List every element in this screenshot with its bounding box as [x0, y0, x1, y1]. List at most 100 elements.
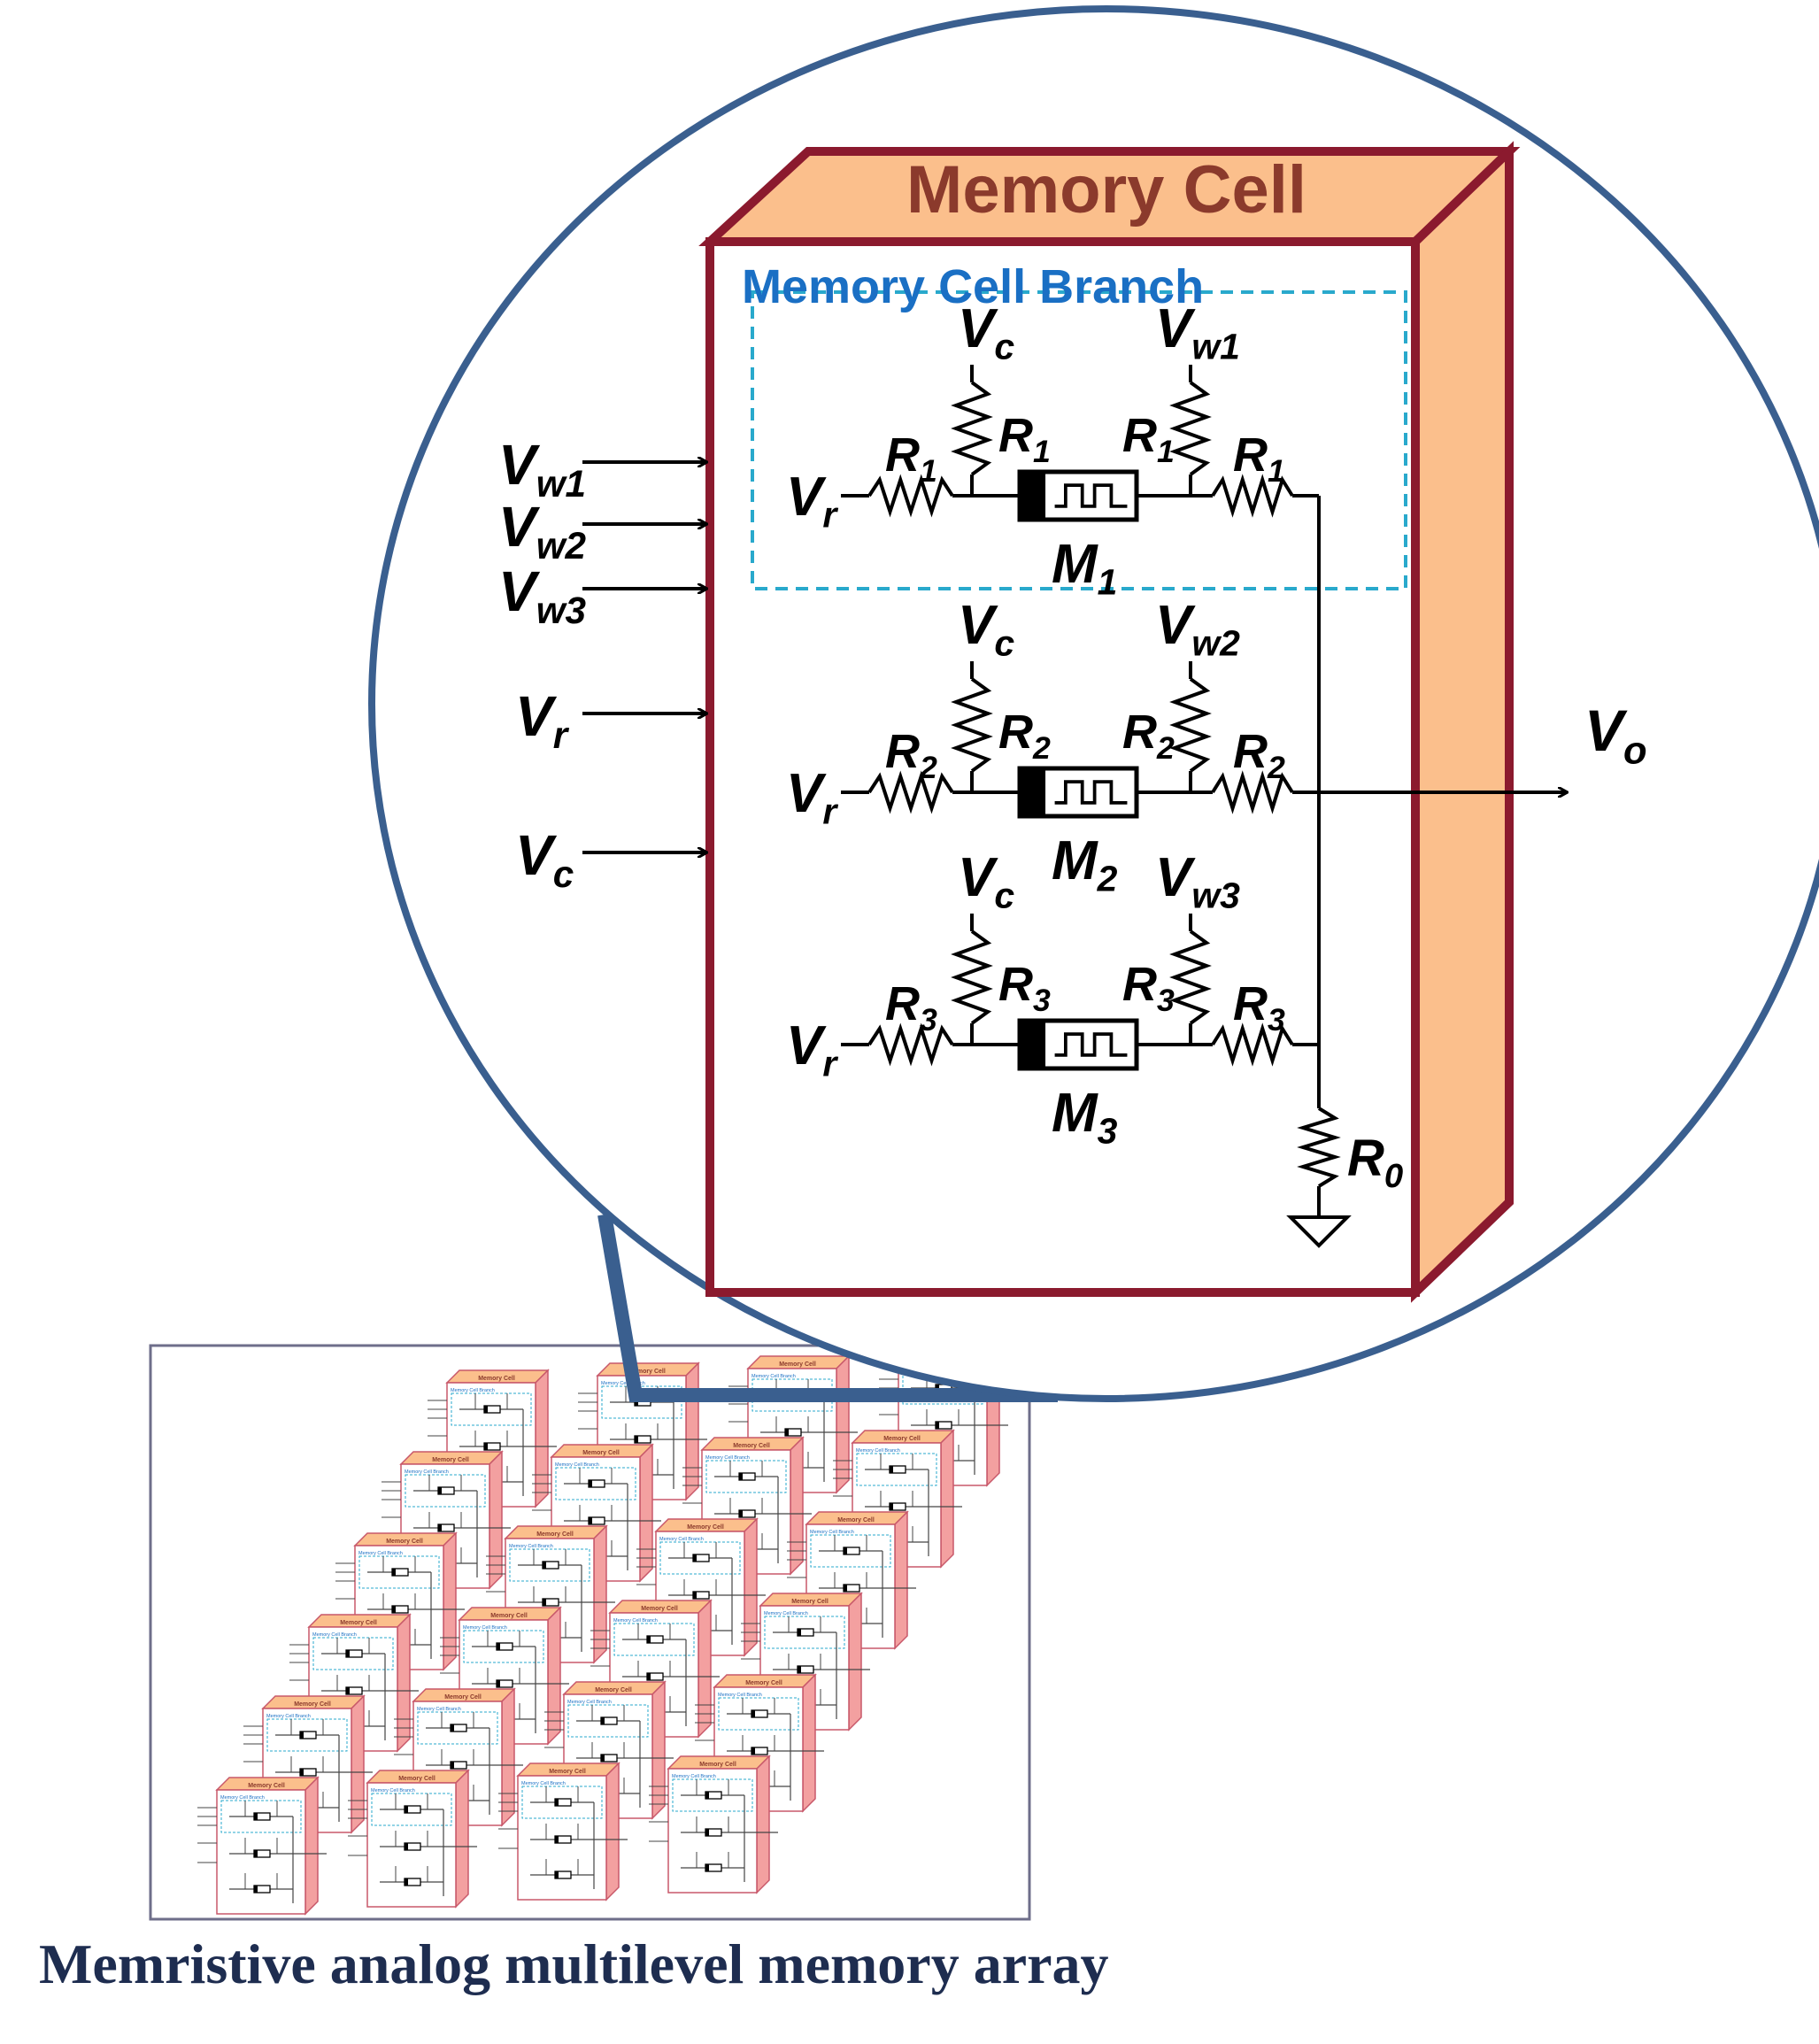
- mini-cell-branch-label: Memory Cell Branch: [371, 1788, 415, 1793]
- resistor-vw: [1169, 381, 1212, 476]
- mini-memristor-bar: [647, 1673, 651, 1680]
- mini-memristor-bar: [254, 1813, 258, 1820]
- mini-cell-branch-box: [764, 1616, 845, 1649]
- mini-memristor-bar: [497, 1643, 500, 1650]
- mini-cell-branch-box: [417, 1711, 498, 1745]
- mini-cell-branch-box: [312, 1637, 394, 1670]
- mini-cell-title: Memory Cell: [432, 1457, 469, 1463]
- branch-vw-label: Vw1: [1155, 298, 1240, 367]
- memristor-polarity-bar: [1020, 768, 1046, 816]
- mini-memristor-bar: [497, 1680, 500, 1687]
- resistor-left: [867, 474, 954, 518]
- mini-cell-side: [397, 1613, 411, 1753]
- mini-memristor-bar: [405, 1878, 408, 1886]
- mini-cell-branch-label: Memory Cell Branch: [358, 1551, 403, 1556]
- mini-cell-side: [756, 1755, 770, 1894]
- mini-memristor-bar: [484, 1406, 488, 1413]
- mini-cell-side: [593, 1524, 607, 1664]
- resistor-vw: [1169, 677, 1212, 773]
- mini-cell-title: Memory Cell: [478, 1376, 515, 1382]
- resistor-right: [1211, 770, 1294, 814]
- mini-cell-title: Memory Cell: [248, 1783, 285, 1789]
- mini-cell-title: Memory Cell: [294, 1701, 331, 1708]
- branch-vc-label: Vc: [958, 298, 1014, 367]
- resistor-vc: [951, 677, 993, 773]
- mini-cell-title: Memory Cell: [745, 1680, 782, 1686]
- resistor-vw-label: R1: [1122, 409, 1175, 469]
- mini-cell-title: Memory Cell: [883, 1436, 921, 1442]
- figure-caption: Memristive analog multilevel memory arra…: [39, 1932, 1109, 1995]
- mini-cell-branch-label: Memory Cell Branch: [451, 1388, 495, 1393]
- mini-memristor-bar: [484, 1443, 488, 1450]
- memristor-3: [1017, 1018, 1139, 1071]
- resistor-right: [1211, 474, 1294, 518]
- mini-memristor-bar: [254, 1886, 258, 1893]
- mini-cell-branch-box: [266, 1718, 348, 1752]
- mini-cell-branch-box: [613, 1623, 695, 1656]
- mini-cell-branch-label: Memory Cell Branch: [810, 1530, 854, 1535]
- mini-memristor-bar: [739, 1473, 743, 1480]
- mini-cell-branch-label: Memory Cell Branch: [659, 1537, 704, 1542]
- mini-memristor-bar: [693, 1554, 697, 1562]
- mini-cell-branch-label: Memory Cell Branch: [613, 1618, 658, 1624]
- circuit: VrR1M1R1VcR1Vw1R1VrR2M2R2VcR2Vw2R2VrR3M3…: [786, 298, 1647, 1248]
- branch-vw-label: Vw2: [1155, 595, 1240, 664]
- mini-cell-title: Memory Cell: [779, 1361, 816, 1368]
- mini-cell-branch-box: [405, 1474, 486, 1508]
- mini-cell-branch-box: [672, 1778, 753, 1812]
- mini-cell-branch-label: Memory Cell Branch: [312, 1632, 357, 1638]
- memristor-polarity-bar: [1020, 1021, 1046, 1068]
- mini-memristor-bar: [890, 1503, 893, 1510]
- mini-memristor-bar: [254, 1850, 258, 1857]
- mini-memristor-bar: [438, 1524, 442, 1531]
- memory-cell-branch-label: Memory Cell Branch: [742, 260, 1204, 313]
- mini-cell-branch-box: [810, 1534, 891, 1568]
- memristor-label: M2: [1052, 830, 1118, 899]
- mini-cell-branch-box: [509, 1548, 590, 1582]
- mini-memristor-bar: [555, 1836, 559, 1843]
- mini-cell-side: [501, 1687, 515, 1827]
- mini-cell-branch-label: Memory Cell Branch: [521, 1781, 566, 1786]
- resistor-vc-label: R2: [998, 706, 1051, 766]
- mini-memristor-bar: [705, 1792, 709, 1799]
- input-label-vw2: Vw2: [498, 495, 587, 567]
- mini-cell-side: [848, 1592, 862, 1732]
- mini-cell-side: [535, 1369, 549, 1508]
- mini-memristor-bar: [785, 1429, 789, 1436]
- mini-cell-side: [836, 1354, 850, 1494]
- memristor-pulse-symbol: [1054, 780, 1128, 805]
- mini-cell-branch-label: Memory Cell Branch: [764, 1611, 808, 1616]
- mini-memristor-bar: [346, 1650, 350, 1657]
- resistor-left: [867, 770, 954, 814]
- memory-cell-title: Memory Cell: [906, 152, 1306, 228]
- mini-cell-side: [639, 1443, 653, 1583]
- mini-memristor-bar: [844, 1585, 847, 1592]
- resistor-right-label: R1: [1233, 428, 1285, 489]
- mini-cell-title: Memory Cell: [733, 1443, 770, 1449]
- mini-cell-side: [455, 1769, 469, 1909]
- branch-vr-label: Vr: [786, 467, 838, 536]
- input-label-vr: Vr: [515, 684, 570, 756]
- mini-memristor-bar: [346, 1687, 350, 1694]
- memristor-polarity-bar: [1020, 472, 1046, 520]
- mini-cell-title: Memory Cell: [549, 1769, 586, 1775]
- mini-memristor-bar: [798, 1629, 801, 1636]
- mini-memristor-bar: [751, 1710, 755, 1717]
- mini-cell-title: Memory Cell: [699, 1762, 736, 1768]
- mini-memristor-bar: [555, 1799, 559, 1806]
- mini-cell-side: [547, 1606, 561, 1746]
- mini-cell-branch-box: [718, 1697, 799, 1731]
- branch-vr-label: Vr: [786, 1015, 838, 1084]
- mini-cell-branch-box: [567, 1704, 649, 1738]
- mini-cell-branch-label: Memory Cell Branch: [220, 1795, 265, 1801]
